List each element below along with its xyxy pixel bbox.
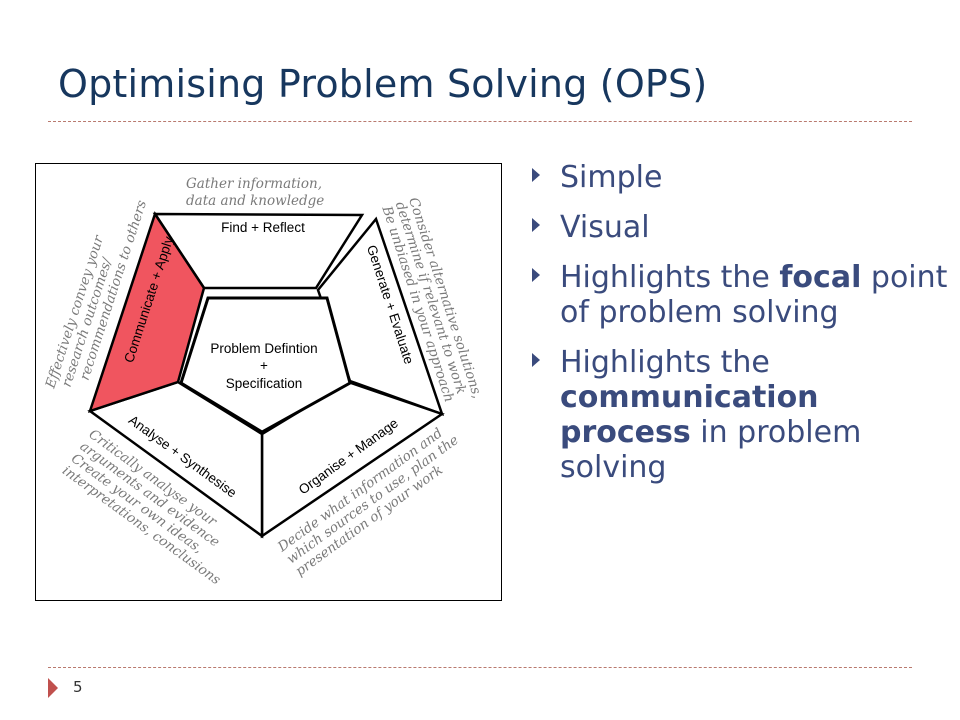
bullet-list: Simple Visual Highlights the focal point… bbox=[528, 160, 948, 500]
segment-label-find: Find + Reflect bbox=[221, 220, 305, 235]
bullet-item: Highlights the focal point of problem so… bbox=[528, 260, 948, 330]
center-label-line3: Specification bbox=[226, 376, 303, 391]
bullet-item: Highlights the communication process in … bbox=[528, 345, 948, 485]
segment-communicate bbox=[88, 211, 206, 413]
bullet-item: Simple bbox=[528, 160, 948, 195]
title-divider bbox=[48, 121, 912, 122]
bullet-item: Visual bbox=[528, 210, 948, 245]
bullet-arrow-icon bbox=[532, 353, 540, 367]
center-label-line1: Problem Defintion bbox=[210, 341, 317, 356]
slide-title: Optimising Problem Solving (OPS) bbox=[58, 62, 708, 106]
note-find-line2: data and knowledge bbox=[186, 193, 324, 209]
bullet-arrow-icon bbox=[532, 168, 540, 182]
bullet-arrow-icon bbox=[532, 218, 540, 232]
center-pentagon bbox=[179, 296, 352, 434]
center-label-line2: + bbox=[260, 358, 268, 373]
footer-arrow-icon bbox=[48, 678, 58, 698]
page-number: 5 bbox=[73, 678, 83, 696]
bullet-arrow-icon bbox=[532, 268, 540, 282]
note-find-line1: Gather information, bbox=[186, 176, 322, 192]
ops-diagram: Problem Defintion + Specification Find +… bbox=[35, 163, 502, 601]
footer-divider bbox=[48, 667, 912, 668]
